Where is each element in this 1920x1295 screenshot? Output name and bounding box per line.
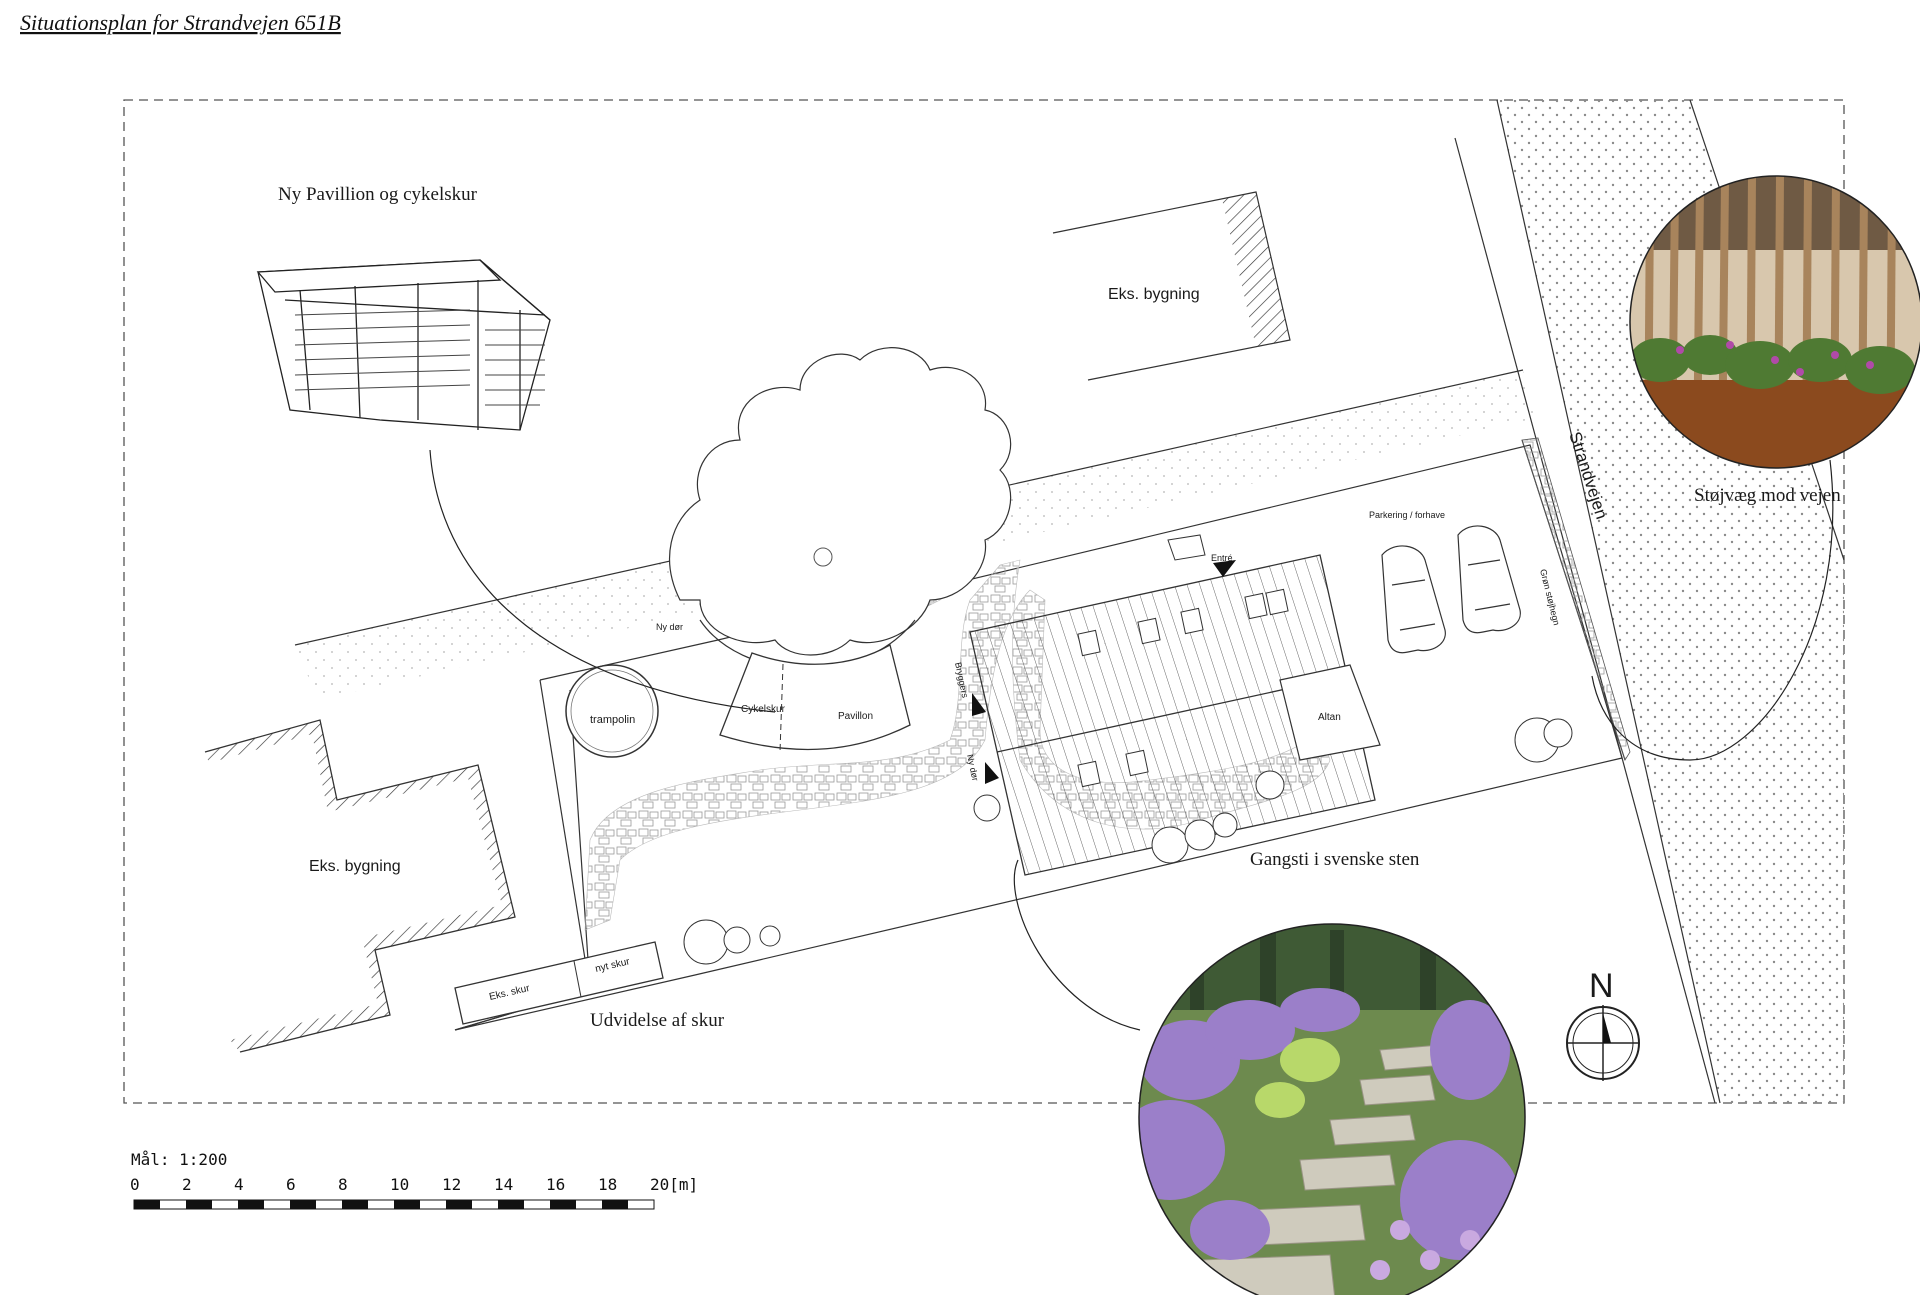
north-label: N <box>1589 967 1614 1005</box>
trampoline <box>565 664 659 758</box>
scale-segment <box>394 1200 420 1209</box>
scale-segment <box>550 1200 576 1209</box>
new-door-2-label: Ny dør <box>965 753 980 781</box>
north-arrow-icon <box>1566 1005 1640 1081</box>
balcony <box>1279 664 1381 761</box>
scale-tick-label: 16 <box>546 1175 565 1194</box>
skylights <box>1077 588 1289 788</box>
scale-tick-label: 12 <box>442 1175 461 1194</box>
pavilion-label: Pavillon <box>838 711 873 722</box>
scale-segment <box>602 1200 628 1209</box>
car-1 <box>1381 545 1446 654</box>
pavilion-sketch <box>256 259 551 431</box>
car-2 <box>1457 525 1521 634</box>
sheds <box>454 941 664 1025</box>
scale-tick-label: 4 <box>234 1175 244 1194</box>
leader-pavilion <box>429 449 776 713</box>
page-title: Situationsplan for Strandvejen 651B <box>20 10 341 35</box>
entrance-marker <box>1213 560 1236 577</box>
scale-segment <box>342 1200 368 1209</box>
leader-noise-wall <box>1591 459 1834 761</box>
street-edge <box>1496 99 1721 1104</box>
trampoline-label: trampolin <box>590 714 635 726</box>
scale-segment <box>290 1200 316 1209</box>
noise-wall-label: Støjvæg mod vejen <box>1694 485 1841 506</box>
shed-extension-label: Udvidelse af skur <box>590 1010 725 1031</box>
pavilion-footprint <box>719 644 911 751</box>
garden-path-photo-frame <box>1138 923 1526 1295</box>
scale-tick-label: 10 <box>390 1175 409 1194</box>
scale-segment <box>446 1200 472 1209</box>
existing-building-top-label: Eks. bygning <box>1108 286 1200 303</box>
noise-wall-photo <box>1630 176 1920 468</box>
existing-building-left-hatch <box>205 720 515 1052</box>
entrance-label: Entré <box>1211 553 1233 563</box>
green-hedge <box>1521 437 1631 761</box>
scale-bar <box>133 1199 655 1210</box>
scale-tick-label: 8 <box>338 1175 348 1194</box>
shrubs <box>683 717 1573 965</box>
balcony-label: Altan <box>1318 712 1341 723</box>
existing-building-left-label: Eks. bygning <box>309 858 401 875</box>
scale-segment <box>238 1200 264 1209</box>
tree-trunk <box>813 547 833 567</box>
pavilion-heading: Ny Pavillion og cykelskur <box>278 184 478 205</box>
scale-tick-label: 6 <box>286 1175 296 1194</box>
scale-label: Mål: 1:200 <box>131 1150 227 1169</box>
new-door-label: Ny dør <box>656 622 683 632</box>
new-door-marker <box>985 762 999 784</box>
bike-shed-label: Cykelskur <box>741 704 786 715</box>
scale-tick-label: 20[m] <box>650 1175 698 1194</box>
garden-path-photo <box>1139 924 1525 1295</box>
existing-building-top-hatch <box>1222 192 1290 347</box>
scale-segment <box>186 1200 212 1209</box>
scale-tick-label: 0 <box>130 1175 140 1194</box>
scale-ticks: 0 2 4 6 8 10 12 14 16 18 20[m] <box>130 1175 698 1194</box>
path-label: Gangsti i svenske sten <box>1250 849 1420 870</box>
scale-tick-label: 14 <box>494 1175 513 1194</box>
scale-tick-label: 18 <box>598 1175 617 1194</box>
scale-tick-label: 2 <box>182 1175 192 1194</box>
noise-wall-photo-frame <box>1629 175 1920 469</box>
parking-label: Parkering / forhave <box>1369 510 1445 520</box>
tree-canopy <box>669 347 1012 656</box>
scale-segment <box>498 1200 524 1209</box>
leader-path <box>1013 859 1141 1031</box>
utility-door-marker <box>972 693 986 716</box>
scale-segment <box>134 1200 160 1209</box>
green-hedge-label: Grøn støjhegn <box>1538 568 1562 626</box>
